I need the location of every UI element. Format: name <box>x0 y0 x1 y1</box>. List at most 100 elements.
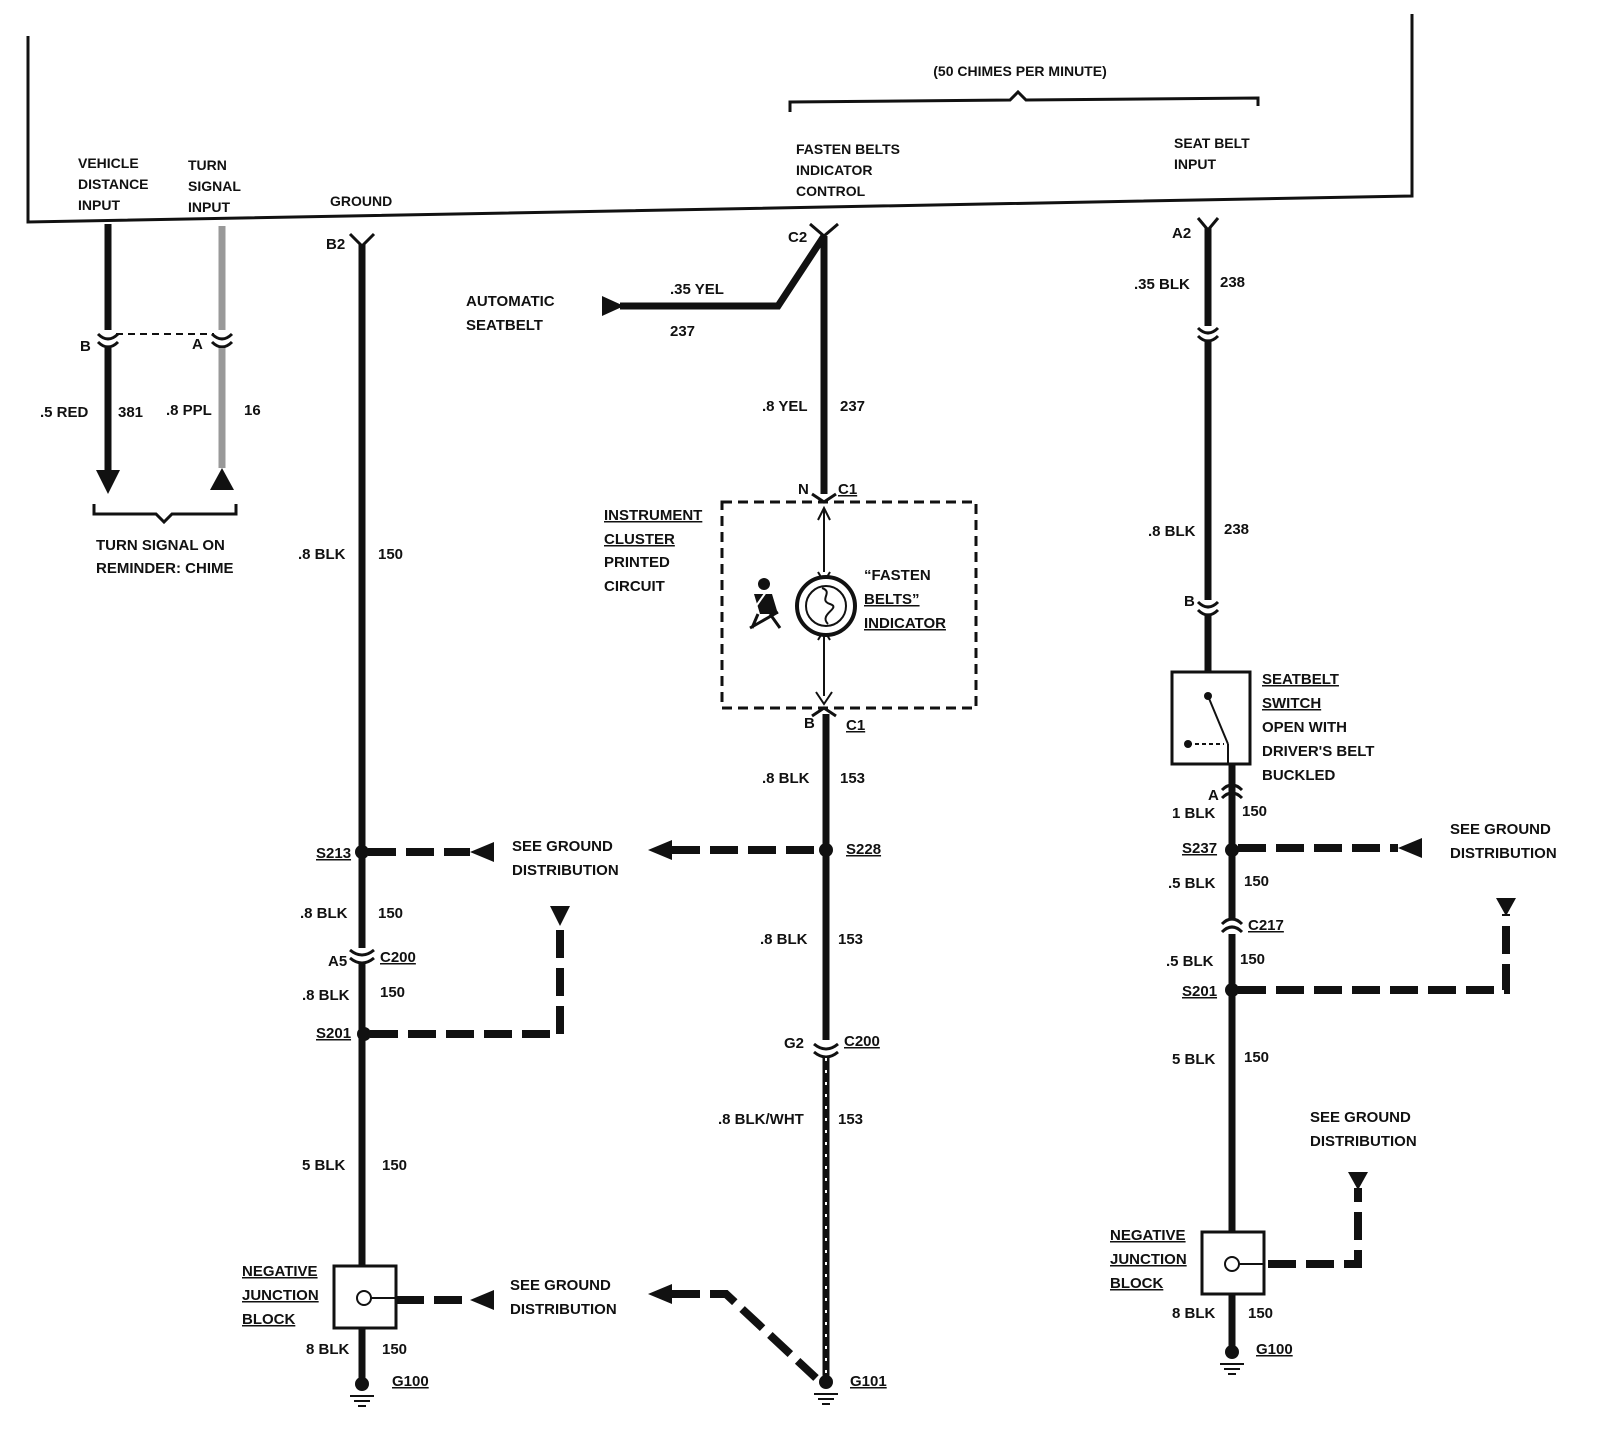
njb-ground-dist-line-right <box>1268 1188 1362 1268</box>
svg-text:INSTRUMENT: INSTRUMENT <box>604 507 702 524</box>
circuit-number-label: 153 <box>838 1111 863 1128</box>
svg-text:“FASTEN: “FASTEN <box>864 567 931 584</box>
see-ground-distribution-label: SEE GROUND DISTRIBUTION <box>1450 821 1557 862</box>
seatbelt-switch <box>1170 670 1252 766</box>
ground-symbol-g101 <box>814 1375 838 1405</box>
wire-color-label: .5 RED <box>40 404 89 421</box>
fasten-belts-lamp <box>795 575 857 637</box>
see-ground-distribution-label: SEE GROUND DISTRIBUTION <box>1310 1109 1417 1150</box>
wire-color-label: .8 BLK <box>1148 523 1196 540</box>
circuit-number-label: 150 <box>378 905 403 922</box>
connector-c200-label: C200 <box>844 1033 880 1050</box>
connector-c217-label: C217 <box>1248 917 1284 934</box>
svg-text:JUNCTION: JUNCTION <box>242 1287 319 1304</box>
wire-seat-belt-input-238 <box>1196 217 1220 672</box>
ground-dist-arrow <box>470 842 494 862</box>
pin-b2-label: B2 <box>326 236 345 253</box>
terminal-vehicle-distance-label: VEHICLE DISTANCE INPUT <box>78 155 149 213</box>
circuit-number-label: 150 <box>382 1157 407 1174</box>
turn-signal-chime-label: TURN SIGNAL ON REMINDER: CHIME <box>96 537 234 577</box>
negative-junction-block-right <box>1200 1230 1266 1296</box>
wire-color-label: .5 BLK <box>1166 953 1214 970</box>
svg-text:SEE GROUND: SEE GROUND <box>510 1277 611 1294</box>
svg-text:SEE GROUND: SEE GROUND <box>1310 1109 1411 1126</box>
ground-g100-label: G100 <box>1256 1341 1293 1358</box>
splice-s201-right <box>1225 983 1239 997</box>
svg-text:INPUT: INPUT <box>1174 156 1216 172</box>
circuit-number-label: 381 <box>118 404 143 421</box>
ground-dist-arrow <box>1348 1172 1368 1190</box>
splice-s201 <box>357 1027 371 1041</box>
svg-text:TURN: TURN <box>188 157 227 173</box>
wire-color-label: .8 BLK <box>302 987 350 1004</box>
ground-g100-label: G100 <box>392 1373 429 1390</box>
ground-g101-label: G101 <box>850 1373 887 1390</box>
svg-text:BELTS”: BELTS” <box>864 591 920 608</box>
wire-turn-signal-16 <box>210 226 234 490</box>
svg-text:TURN SIGNAL ON: TURN SIGNAL ON <box>96 537 225 554</box>
fasten-belts-indicator-label: “FASTEN BELTS” INDICATOR <box>864 567 946 632</box>
pin-n-label: N <box>798 481 809 498</box>
wire-color-label: 5 BLK <box>1172 1051 1216 1068</box>
svg-text:VEHICLE: VEHICLE <box>78 155 139 171</box>
circuit-number-label: 153 <box>840 770 865 787</box>
see-ground-distribution-label: SEE GROUND DISTRIBUTION <box>510 1277 617 1318</box>
wire-color-label: 5 BLK <box>302 1157 346 1174</box>
njb-label-right: NEGATIVE JUNCTION BLOCK <box>1110 1227 1187 1292</box>
wire-indicator-ground-153 <box>811 706 839 1376</box>
pin-b-label: B <box>804 715 815 732</box>
circuit-number-label: 237 <box>840 398 865 415</box>
circuit-number-label: 150 <box>1242 803 1267 820</box>
svg-text:DISTRIBUTION: DISTRIBUTION <box>1310 1133 1417 1150</box>
circuit-number-label: 238 <box>1224 521 1249 538</box>
seatbelt-switch-label: SEATBELT SWITCH OPEN WITH DRIVER'S BELT … <box>1262 671 1374 784</box>
ground-dist-arrow <box>1398 838 1422 858</box>
svg-text:SEE GROUND: SEE GROUND <box>512 838 613 855</box>
chime-module-box <box>26 14 1414 224</box>
ground-dist-arrow <box>1496 898 1516 916</box>
svg-text:OPEN WITH: OPEN WITH <box>1262 719 1347 736</box>
wire-color-label: .5 BLK <box>1168 875 1216 892</box>
wire-color-label: 1 BLK <box>1172 805 1216 822</box>
circuit-number-label: 150 <box>1244 1049 1269 1066</box>
svg-text:NEGATIVE: NEGATIVE <box>242 1263 318 1280</box>
svg-text:CLUSTER: CLUSTER <box>604 531 675 548</box>
cluster-label: INSTRUMENT CLUSTER PRINTED CIRCUIT <box>604 507 702 595</box>
circuit-number-label: 150 <box>1240 951 1265 968</box>
svg-text:DISTRIBUTION: DISTRIBUTION <box>510 1301 617 1318</box>
svg-text:NEGATIVE: NEGATIVE <box>1110 1227 1186 1244</box>
svg-text:BLOCK: BLOCK <box>242 1311 295 1328</box>
circuit-number-label: 237 <box>670 323 695 340</box>
wire-color-label: 8 BLK <box>1172 1305 1216 1322</box>
svg-text:CIRCUIT: CIRCUIT <box>604 578 665 595</box>
svg-text:SEAT BELT: SEAT BELT <box>1174 135 1250 151</box>
splice-label: S201 <box>1182 983 1217 1000</box>
wire-color-label: .8 YEL <box>762 398 808 415</box>
terminal-seat-belt-input-label: SEAT BELT INPUT <box>1174 135 1250 172</box>
pin-a-label: A <box>1208 787 1219 804</box>
turn-signal-brace <box>92 504 238 525</box>
seatbelt-person-icon <box>749 578 782 630</box>
pin-c2-label: C2 <box>788 229 807 246</box>
connector-c1-label: C1 <box>838 481 857 498</box>
svg-text:JUNCTION: JUNCTION <box>1110 1251 1187 1268</box>
wire-color-label: .8 BLK <box>300 905 348 922</box>
wire-color-label: .8 BLK <box>298 546 346 563</box>
chime-rate-brace: (50 CHIMES PER MINUTE) <box>788 63 1260 112</box>
wire-vehicle-distance-381 <box>96 224 120 494</box>
circuit-number-label: 150 <box>380 984 405 1001</box>
splice-label: S228 <box>846 841 881 858</box>
svg-text:REMINDER: CHIME: REMINDER: CHIME <box>96 560 234 577</box>
ground-symbol-g100-left <box>350 1377 374 1407</box>
svg-text:INDICATOR: INDICATOR <box>864 615 946 632</box>
pin-g2-label: G2 <box>784 1035 804 1052</box>
njb-label-left: NEGATIVE JUNCTION BLOCK <box>242 1263 319 1328</box>
pin-b-label: B <box>1184 593 1195 610</box>
pin-a2-label: A2 <box>1172 225 1191 242</box>
see-ground-distribution-label: SEE GROUND DISTRIBUTION <box>512 838 619 879</box>
wire-color-label: .8 BLK <box>762 770 810 787</box>
svg-text:DRIVER'S BELT: DRIVER'S BELT <box>1262 743 1374 760</box>
wire-color-label: .35 YEL <box>670 281 724 298</box>
svg-text:AUTOMATIC: AUTOMATIC <box>466 293 555 310</box>
